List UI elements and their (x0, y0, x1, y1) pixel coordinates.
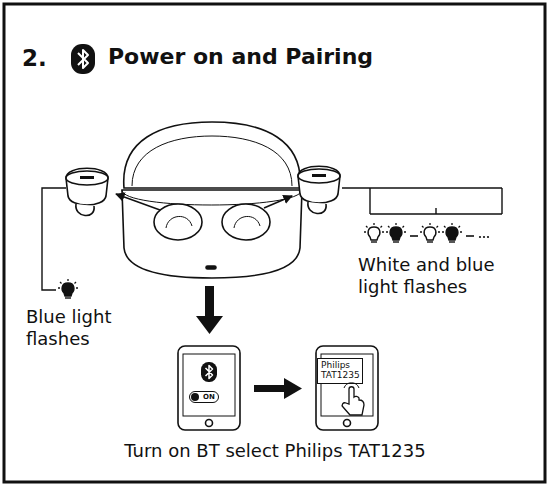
device-name: Philips TAT1235 (321, 361, 359, 381)
leader-line (42, 188, 66, 290)
toggle-switch: ON (189, 391, 219, 403)
bulb-icon (442, 223, 462, 242)
bulb-icon (58, 279, 78, 298)
bluetooth-icon (71, 44, 95, 74)
title: Power on and Pairing (108, 44, 373, 69)
bracket (342, 188, 502, 214)
frame (4, 4, 545, 482)
left-earbud (66, 168, 108, 215)
bluetooth-icon (201, 362, 217, 382)
light-label: Blue light flashes (26, 306, 146, 349)
charging-case (122, 122, 302, 278)
remove-arrow (264, 196, 292, 208)
phone (178, 346, 240, 430)
bulb-icon (420, 223, 440, 242)
ellipsis-dots (479, 236, 489, 238)
light-label: White and blue light flashes (358, 254, 518, 297)
remove-arrow (116, 194, 160, 210)
step-number: 2. (22, 45, 47, 71)
hand-pointer (342, 387, 364, 415)
phone (316, 346, 378, 430)
bulb-icon (364, 223, 384, 242)
right-earbud (298, 166, 340, 213)
bulb-icon (386, 223, 406, 242)
dash (466, 235, 474, 237)
device-name-box: Philips TAT1235 (317, 358, 363, 384)
toggle-label: ON (203, 393, 215, 401)
caption: Turn on BT select Philips TAT1235 (20, 440, 530, 461)
next-arrow (254, 378, 302, 399)
dash (410, 235, 418, 237)
toggle-knob (191, 393, 199, 401)
down-arrow (196, 286, 223, 334)
